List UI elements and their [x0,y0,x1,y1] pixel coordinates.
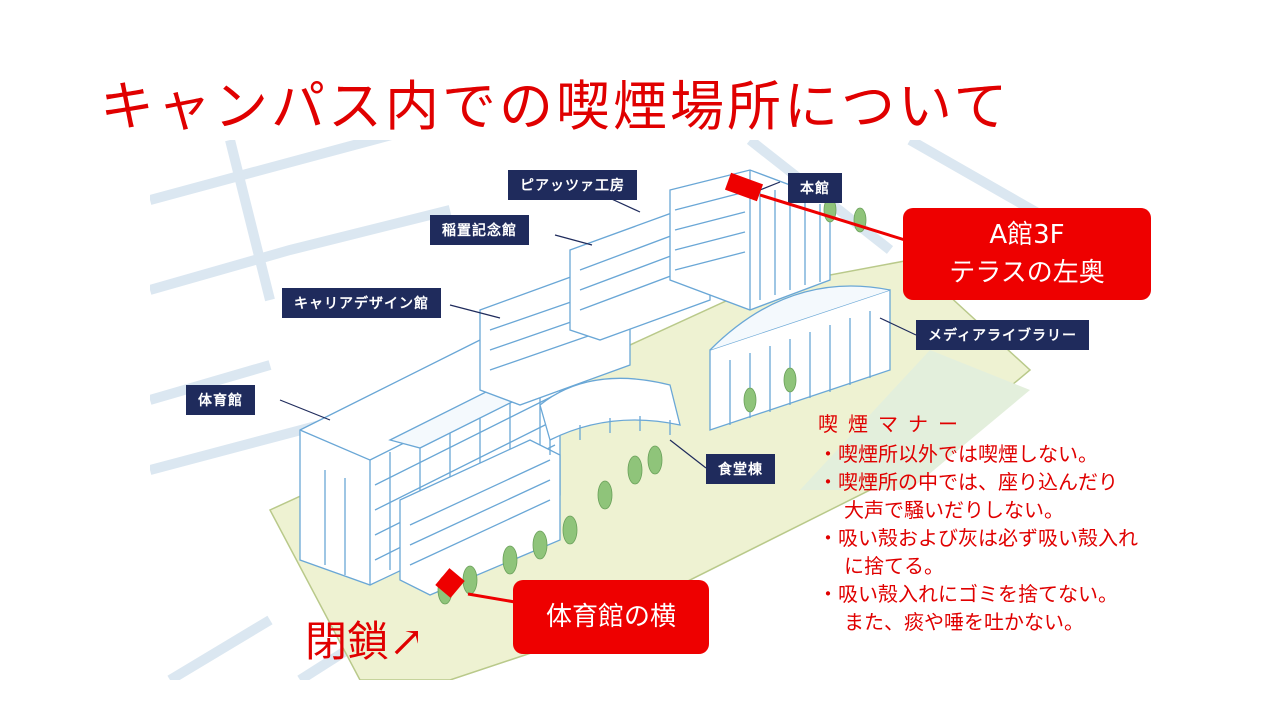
east-lawn [800,350,1030,490]
closed-label: 閉鎖↗ [305,617,425,666]
manner-item-4: ・吸い殻入れにゴミを捨てない。 [818,582,1118,606]
manner-item-3: ・吸い殻および灰は必ず吸い殻入れ [818,526,1138,550]
south-building [399,439,561,596]
manner-item-2: ・喫煙所の中では、座り込んだり [818,470,1118,494]
callout-gym-side-text: 体育館の横 [545,602,676,632]
label-piazza: ピアッツァ工房 [508,170,637,200]
page-title: キャンパス内での喫煙場所について [100,75,1011,138]
manner-item-3-cont: に捨てる。 [844,554,944,578]
cafeteria-building [539,377,681,455]
label-gym: 体育館 [186,385,255,415]
callout-gym-side: 体育館の横 [513,580,709,654]
callout-a-building-line1: A館3F [989,220,1065,250]
label-media: メディアライブラリー [916,320,1090,350]
manner-item-1: ・喫煙所以外では喫煙しない。 [818,442,1098,466]
label-career: キャリアデザイン館 [282,288,441,318]
label-cafeteria: 食堂棟 [706,454,775,484]
manners-title: 喫煙マナー [818,412,968,436]
manner-item-2-cont: 大声で騒いだりしない。 [844,498,1064,522]
label-inaoki: 稲置記念館 [430,215,529,245]
smoking-manners: 喫煙マナー ・喫煙所以外では喫煙しない。 ・喫煙所の中では、座り込んだり 大声で… [818,410,1138,636]
label-honkan: 本館 [788,173,842,203]
campus-map [150,140,1050,680]
callout-a-building-line2: テラスの左奥 [949,258,1105,288]
callout-a-building: A館3F テラスの左奥 [903,208,1151,300]
manner-item-4-cont: また、痰や唾を吐かない。 [844,610,1084,634]
